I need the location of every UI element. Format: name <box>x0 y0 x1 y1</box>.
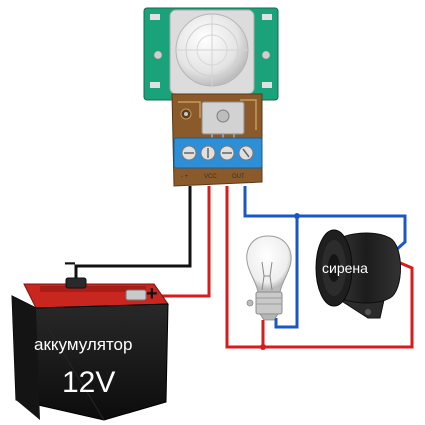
terminal-mark: OUT <box>232 174 245 180</box>
lamp-bulb <box>246 235 292 293</box>
plus-sign: + <box>146 283 158 305</box>
lamp-base <box>255 291 283 315</box>
battery-terminal-positive <box>125 289 147 301</box>
positive-wire-loads <box>225 186 414 349</box>
terminal-mark: - + <box>181 174 189 180</box>
wire-junction <box>294 213 300 219</box>
battery-label: аккумулятор <box>34 335 132 354</box>
relay-board: - + VCC OUT <box>171 93 263 187</box>
battery-terminal-negative <box>65 277 87 289</box>
pir-sensor-icon <box>143 7 279 101</box>
signal-wire <box>243 186 299 329</box>
siren-label: сирена <box>322 260 368 276</box>
siren-blue-lead <box>297 214 407 252</box>
positive-wire-battery <box>148 186 211 298</box>
minus-sign: − <box>64 253 76 275</box>
terminal-screws <box>181 145 254 161</box>
battery-icon: аккумулятор 12V <box>11 277 169 421</box>
battery-voltage: 12V <box>62 366 115 399</box>
lamp-icon <box>246 235 292 321</box>
terminal-block <box>173 137 263 169</box>
negative-wire <box>74 186 192 286</box>
wire-junction <box>260 344 266 350</box>
wires <box>74 186 414 350</box>
siren-icon: сирена <box>315 229 401 319</box>
terminal-mark: VCC <box>204 174 217 180</box>
